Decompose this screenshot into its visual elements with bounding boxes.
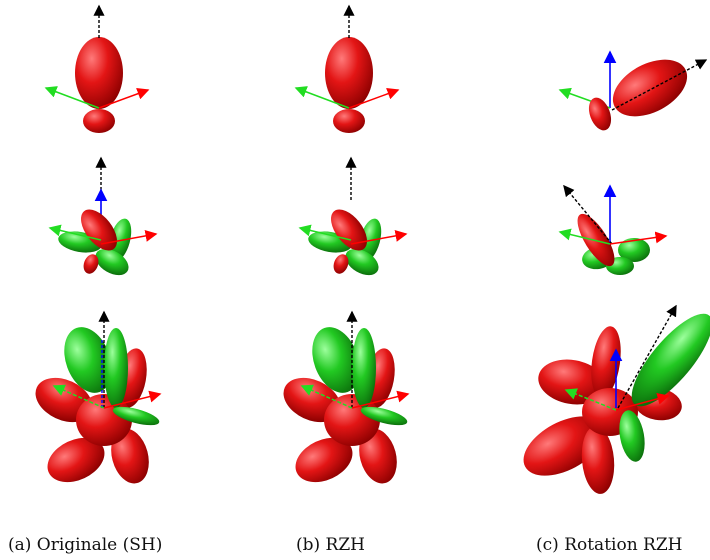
lobe-red: [295, 437, 353, 483]
lobe-red: [331, 209, 367, 251]
lobe-green: [352, 328, 376, 408]
lobe-green: [345, 248, 379, 276]
glyph-row2-col-b: [298, 156, 408, 276]
lobe-red: [591, 326, 621, 398]
axis-green-arrow: [300, 384, 353, 409]
caption-b: (b) RZH: [296, 535, 365, 555]
lobe-red: [359, 428, 397, 484]
lobe-green: [104, 328, 128, 408]
lobe-red: [538, 359, 606, 405]
lobe-red: [81, 209, 117, 251]
axis-red-arrow: [98, 87, 150, 109]
lobe-red: [612, 59, 688, 117]
axis-green-arrow: [52, 384, 105, 409]
axis-red-arrow: [100, 229, 158, 245]
lobe-red: [333, 109, 365, 133]
axis-dashed-arrow: [563, 184, 613, 245]
lobe-green: [112, 406, 160, 426]
caption-a: (a) Originale (SH): [8, 535, 163, 555]
axis-green-arrow: [294, 86, 350, 109]
lobe-green: [619, 410, 645, 462]
lobe-green: [631, 313, 710, 407]
axis-green-arrow: [564, 388, 617, 411]
axis-red-arrow: [615, 392, 670, 411]
caption-c: (c) Rotation RZH: [536, 535, 683, 555]
lobe-red: [588, 97, 612, 131]
lobe-green: [360, 406, 408, 426]
glyph-row3-col-c: [523, 304, 710, 494]
glyph-row3-col-b: [283, 310, 410, 484]
axis-green-arrow: [48, 224, 102, 241]
glyph-row1-col-b: [294, 4, 400, 133]
lobe-red: [333, 254, 349, 274]
lobe-green: [64, 327, 112, 393]
lobe-green: [312, 327, 360, 393]
glyph-row2-col-c: [558, 184, 668, 275]
lobe-green: [618, 238, 650, 262]
axis-green-arrow: [298, 224, 352, 241]
axis-green-arrow: [44, 86, 100, 109]
lobe-red: [111, 428, 149, 484]
lobe-red: [325, 37, 373, 109]
axis-red-arrow: [609, 231, 668, 245]
glyph-row2-col-a: [48, 156, 158, 276]
glyph-row1-col-c: [558, 50, 708, 131]
lobe-red: [581, 426, 615, 494]
axis-dashed-arrow: [611, 59, 708, 111]
axis-red-arrow: [351, 390, 410, 409]
axis-green-arrow: [558, 228, 611, 245]
axis-red-arrow: [348, 87, 400, 109]
lobe-red: [47, 437, 105, 483]
lobe-red: [83, 109, 115, 133]
glyph-row3-col-a: [35, 310, 162, 484]
axis-red-arrow: [350, 229, 408, 245]
lobe-red: [75, 37, 123, 109]
axis-red-arrow: [103, 390, 162, 409]
lobe-green: [95, 248, 129, 276]
axis-dashed-arrow: [617, 304, 677, 409]
lobe-red: [83, 254, 99, 274]
glyph-row1-col-a: [44, 4, 150, 133]
